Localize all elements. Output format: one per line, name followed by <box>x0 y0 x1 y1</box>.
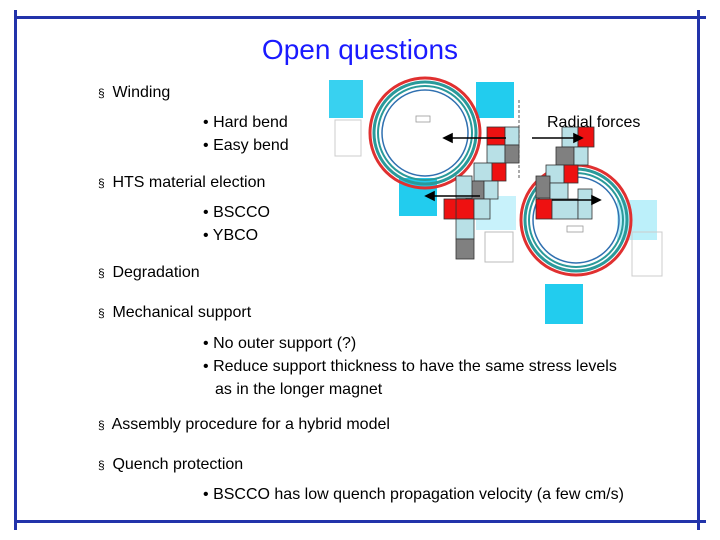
sub-list-winding: • Hard bend • Easy bend <box>203 111 289 157</box>
small-table <box>631 231 663 277</box>
coil-ring <box>368 76 482 190</box>
block-stack-lower <box>535 126 595 220</box>
bullet-label: Winding <box>112 84 171 101</box>
bullet-degradation: § Degradation <box>98 264 200 282</box>
coil-label <box>415 115 431 123</box>
coil-label <box>566 225 584 233</box>
radial-forces-label: Radial forces <box>547 114 641 131</box>
bullet-mechanical: § Mechanical support <box>98 304 251 322</box>
bullet-assembly: § Assembly procedure for a hybrid model <box>98 416 390 434</box>
frame-top <box>14 16 706 19</box>
small-table <box>334 119 362 157</box>
sub-item: • BSCCO <box>203 204 270 221</box>
sub-list-quench: • BSCCO has low quench propagation veloc… <box>203 483 624 506</box>
sub-item: • BSCCO has low quench propagation veloc… <box>203 486 624 503</box>
bullet-quench: § Quench protection <box>98 456 243 474</box>
bullet-label: Degradation <box>112 264 200 281</box>
bullet-mark: § <box>98 306 105 320</box>
frame-left <box>14 10 17 530</box>
bullet-label: Mechanical support <box>112 304 252 321</box>
bullet-label: HTS material election <box>112 174 266 191</box>
bullet-label: Quench protection <box>112 456 244 473</box>
frame-bottom <box>14 520 706 523</box>
sub-item: • Hard bend <box>203 114 288 131</box>
bullet-label: Assembly procedure for a hybrid model <box>111 416 390 433</box>
sub-list-hts: • BSCCO • YBCO <box>203 201 270 247</box>
sub-item: • Easy bend <box>203 137 289 154</box>
cyan-panel <box>329 80 363 118</box>
block-stack-upper <box>443 126 520 260</box>
bullet-mark: § <box>98 176 105 190</box>
sub-item: • YBCO <box>203 227 259 244</box>
bullet-mark: § <box>98 458 105 472</box>
sub-item-continuation: as in the longer magnet <box>215 381 383 398</box>
coil-ring <box>377 85 473 181</box>
bullet-hts: § HTS material election <box>98 174 265 192</box>
coil-ring <box>381 89 469 177</box>
bullet-mark: § <box>98 266 105 280</box>
sub-list-mechanical: • No outer support (?) • Reduce support … <box>203 332 617 401</box>
slide-title: Open questions <box>261 34 459 65</box>
force-arrows <box>424 132 602 206</box>
bullet-mark: § <box>98 418 105 432</box>
frame-right <box>697 10 700 530</box>
small-table <box>484 231 514 263</box>
cyan-panel <box>476 82 514 118</box>
bullet-winding: § Winding <box>98 84 170 102</box>
sub-item: • Reduce support thickness to have the s… <box>203 358 617 375</box>
sub-item: • No outer support (?) <box>203 335 357 352</box>
bullet-mark: § <box>98 86 105 100</box>
coil-ring <box>372 80 478 186</box>
cyan-panel <box>545 284 583 324</box>
